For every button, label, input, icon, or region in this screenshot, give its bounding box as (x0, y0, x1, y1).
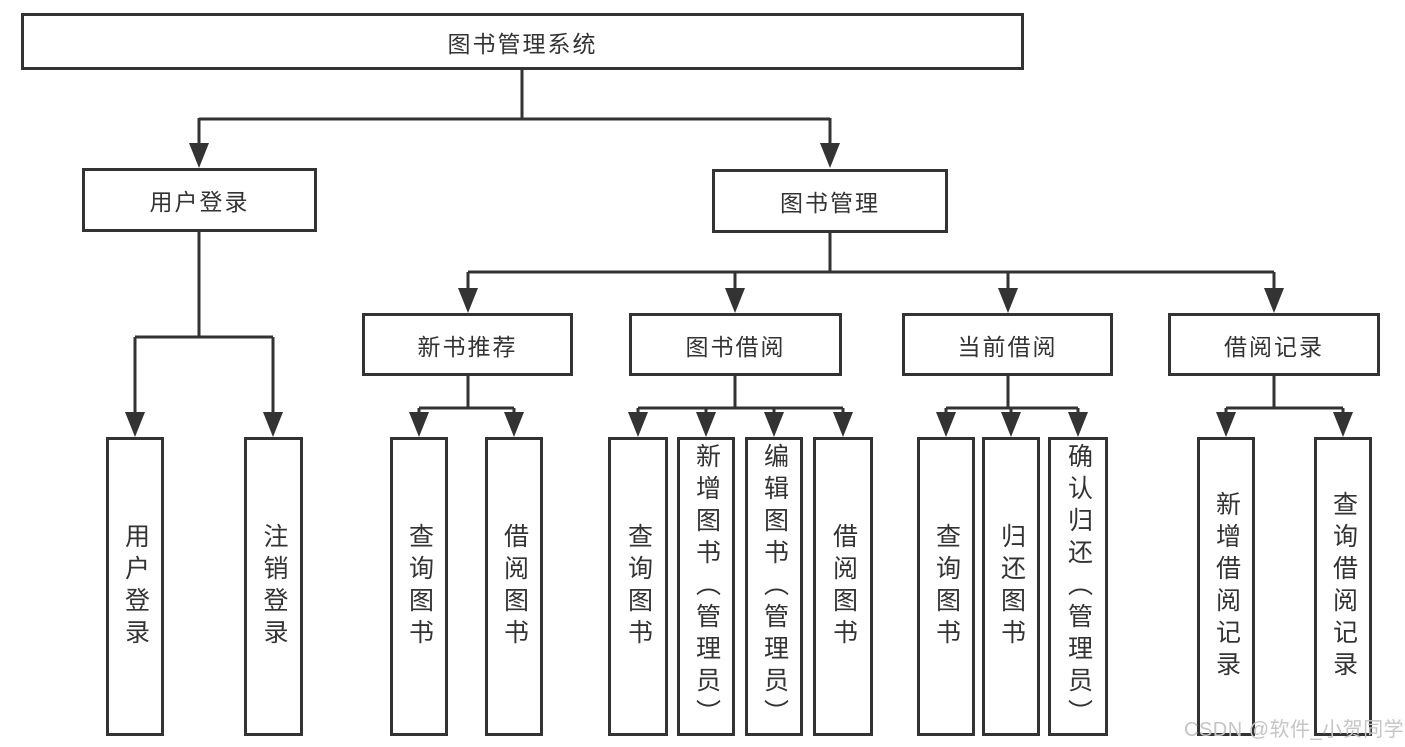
arrowhead (936, 412, 956, 437)
node-label: 借阅图书 (500, 522, 529, 651)
connector-current (944, 376, 1080, 414)
leaf-borrowing-add-books-admin: 新增图书（管理员） (677, 437, 735, 736)
connector-user-login (133, 232, 275, 414)
leaf-current-confirm-return-admin: 确认归还（管理员） (1048, 437, 1108, 736)
node-current-borrowing: 当前借阅 (902, 313, 1113, 376)
leaf-borrowing-query-books: 查询图书 (608, 437, 668, 736)
node-label: 用户登录 (149, 189, 250, 215)
leaf-borrowing-borrow-books: 借阅图书 (813, 437, 873, 736)
arrowhead (125, 412, 145, 437)
connector-records (1224, 376, 1345, 414)
arrowhead (1216, 412, 1236, 437)
leaf-newbook-borrow-books: 借阅图书 (485, 437, 543, 736)
node-label: 图书管理 (780, 190, 880, 216)
arrowheads (125, 143, 1353, 437)
node-book-borrowing: 图书借阅 (629, 313, 842, 376)
arrowhead (820, 143, 840, 168)
node-label: 查询图书 (405, 522, 434, 651)
arrowhead (504, 412, 524, 437)
leaf-records-add-record: 新增借阅记录 (1197, 437, 1255, 736)
node-label: 查询图书 (932, 522, 961, 651)
node-label: 用户登录 (121, 522, 150, 651)
arrowhead (725, 288, 745, 313)
arrowhead (628, 412, 648, 437)
connector-borrowing (636, 376, 845, 414)
node-borrow-records: 借阅记录 (1168, 313, 1380, 376)
leaf-newbook-query-books: 查询图书 (390, 437, 448, 736)
arrowhead (998, 288, 1018, 313)
node-new-book-recommend: 新书推荐 (362, 313, 573, 376)
arrowhead (1264, 288, 1284, 313)
node-label: 确认归还（管理员） (1064, 442, 1093, 731)
node-label: 新增图书（管理员） (692, 442, 721, 731)
arrowhead (833, 412, 853, 437)
leaf-current-return-books: 归还图书 (982, 437, 1040, 736)
arrowhead (458, 288, 478, 313)
node-label: 当前借阅 (957, 333, 1058, 360)
node-label: 新书推荐 (417, 333, 518, 360)
arrowhead (1001, 412, 1021, 437)
node-book-management: 图书管理 (712, 169, 948, 233)
arrowhead (263, 412, 283, 437)
node-label: 借阅图书 (829, 522, 858, 651)
leaf-user-login: 用户登录 (106, 437, 164, 736)
node-label: 归还图书 (997, 522, 1026, 651)
node-label: 编辑图书（管理员） (760, 442, 789, 731)
leaf-logout-login: 注销登录 (244, 437, 303, 736)
arrowhead (764, 412, 784, 437)
arrowhead (1333, 412, 1353, 437)
node-library-system: 图书管理系统 (21, 13, 1024, 70)
node-label: 查询图书 (624, 522, 653, 651)
arrowhead (696, 412, 716, 437)
node-label: 查询借阅记录 (1329, 490, 1358, 683)
arrowhead (189, 143, 209, 168)
node-label: 图书借阅 (685, 333, 786, 360)
arrowhead (1068, 412, 1088, 437)
node-label: 借阅记录 (1224, 333, 1324, 360)
node-user-login: 用户登录 (82, 168, 317, 232)
leaf-records-query-record: 查询借阅记录 (1314, 437, 1372, 736)
watermark: CSDN @软件_小贺同学 (1184, 719, 1405, 741)
connector-new-book (417, 376, 516, 414)
leaf-current-query-books: 查询图书 (917, 437, 975, 736)
connector-root (197, 70, 832, 146)
connector-book-management (466, 233, 1276, 291)
arrowhead (409, 412, 429, 437)
leaf-borrowing-edit-books-admin: 编辑图书（管理员） (745, 437, 803, 736)
node-label: 新增借阅记录 (1212, 490, 1241, 683)
node-label: 图书管理系统 (447, 30, 598, 57)
node-label: 注销登录 (260, 522, 288, 651)
